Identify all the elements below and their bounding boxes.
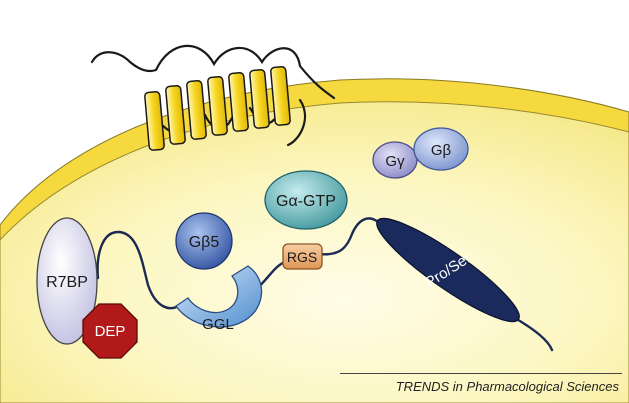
helix-1 — [144, 90, 165, 151]
ggl-label: GGL — [202, 316, 234, 333]
cell — [0, 78, 629, 403]
source-credit: TRENDS in Pharmacological Sciences — [395, 379, 619, 394]
rgs-domain: RGS — [282, 243, 323, 270]
gbeta-shape — [413, 127, 469, 171]
gbeta-gamma-dimer: Gγ Gβ — [372, 127, 469, 179]
helix-7 — [270, 65, 291, 126]
rgs-label: RGS — [287, 249, 317, 265]
ggamma-shape — [372, 141, 418, 179]
helix-6 — [249, 68, 270, 129]
ggl-shape — [175, 265, 263, 328]
linker-chain — [96, 217, 554, 352]
galpha-gtp-shape — [264, 170, 348, 230]
gbeta5-subunit: Gβ5 — [175, 212, 233, 270]
dep-shape — [82, 303, 138, 359]
r7bp-protein: R7BP — [36, 217, 98, 345]
galpha-gtp-subunit: Gα-GTP — [264, 170, 348, 230]
ggl-domain: GGL — [175, 265, 263, 333]
gbeta5-label: Gβ5 — [189, 234, 220, 251]
gbeta5-shape — [175, 212, 233, 270]
helix-2 — [165, 84, 186, 145]
gpcr-receptor — [90, 44, 336, 151]
gbeta-label: Gβ — [431, 142, 452, 159]
transmembrane-helices — [144, 65, 291, 151]
pro-ser-region: Pro/Ser — [376, 217, 520, 323]
helix-5 — [228, 71, 249, 132]
dep-domain: DEP — [82, 303, 138, 359]
helix-4 — [207, 75, 228, 136]
rgs-shape — [282, 243, 323, 270]
dep-label: DEP — [95, 323, 126, 340]
galpha-gtp-label: Gα-GTP — [276, 193, 336, 210]
helix-3 — [186, 79, 207, 140]
footer-rule — [340, 373, 622, 374]
pro-ser-shape — [376, 217, 520, 323]
ggamma-label: Gγ — [385, 153, 405, 170]
r7bp-shape — [36, 217, 98, 345]
r7bp-label: R7BP — [46, 274, 88, 291]
